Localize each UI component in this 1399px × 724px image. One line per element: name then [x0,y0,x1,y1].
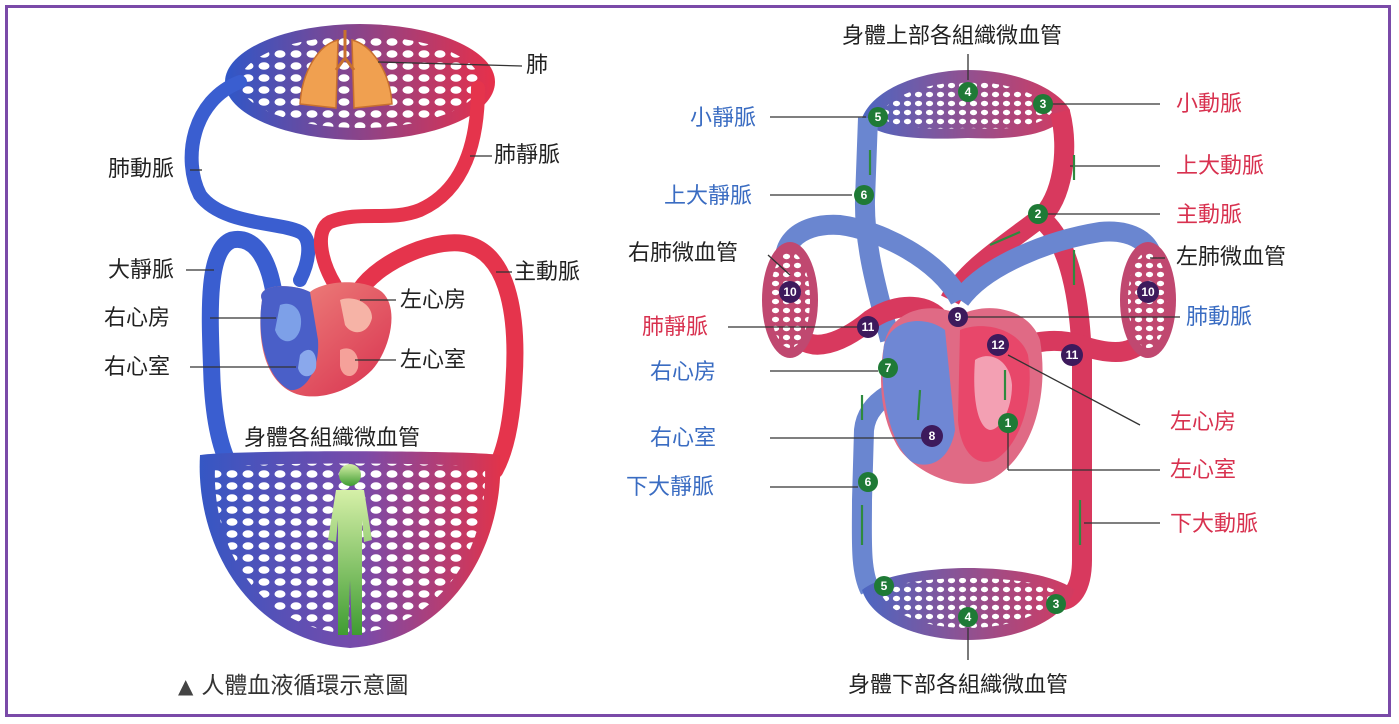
marker-6b-number: 6 [865,475,872,489]
marker-3b-number: 3 [1053,597,1060,611]
ascending-aorta-label: 上大動脈 [1176,154,1264,180]
left-ventricle-label-right: 左心室 [1170,458,1236,484]
right-lung-capillaries-label: 右肺微血管 [628,241,738,267]
inferior-vena-cava-vessel [862,395,888,590]
lung-label: 肺 [526,53,548,79]
superior-vena-cava-label: 上大靜脈 [664,184,752,210]
right-ventricle-label: 右心室 [104,355,170,381]
marker-7-number: 7 [885,361,892,375]
right-ventricle-label-right: 右心室 [650,426,716,452]
right-atrium-label-right: 右心房 [650,360,716,386]
marker-10b-number: 10 [1141,285,1155,299]
marker-4b-number: 4 [965,610,972,624]
small-artery-label: 小動脈 [1176,92,1242,118]
aorta-label: 主動脈 [514,260,580,286]
aorta-label-right: 主動脈 [1176,203,1242,229]
right-circulation-diagram [728,54,1180,660]
descending-aorta-label: 下大動脈 [1170,512,1258,538]
left-lung-capillaries-label: 左肺微血管 [1176,245,1286,271]
marker-8-number: 8 [929,429,936,443]
pulmonary-artery-label: 肺動脈 [108,157,174,183]
left-circulation-diagram [186,24,522,648]
marker-11a-number: 11 [862,320,875,334]
descending-aorta-vessel [1040,218,1082,600]
caption-text: 人體血液循環示意圖 [201,673,408,699]
caption-triangle-icon: ▲ [178,674,193,698]
small-vein-label: 小靜脈 [690,106,756,132]
marker-12-number: 12 [991,338,1005,352]
left-atrium-label: 左心房 [400,288,466,314]
vena-cava-label: 大靜脈 [108,258,174,284]
marker-2-number: 2 [1035,207,1042,221]
marker-4a-number: 4 [965,85,972,99]
left-atrium-label-right: 左心房 [1170,410,1236,436]
inferior-vena-cava-label: 下大靜脈 [626,475,714,501]
pulmonary-artery-label-right: 肺動脈 [1186,305,1252,331]
pulmonary-vein-label-right: 肺靜脈 [642,315,708,341]
marker-5a-number: 5 [875,110,882,124]
heart-cross-section-icon [881,308,1043,484]
marker-10a-number: 10 [783,285,797,299]
figure-caption: ▲ 人體血液循環示意圖 [178,666,408,700]
marker-9-number: 9 [955,310,962,324]
marker-11b-number: 11 [1066,348,1079,362]
marker-1-number: 1 [1005,416,1012,430]
marker-3a-number: 3 [1040,97,1047,111]
upper-capillaries-label: 身體上部各組織微血管 [842,24,1062,50]
body-capillaries-label: 身體各組織微血管 [244,426,420,452]
right-atrium-label: 右心房 [104,306,170,332]
pulmonary-vein-label: 肺靜脈 [494,143,560,169]
lower-capillaries-label: 身體下部各組織微血管 [848,673,1068,699]
left-ventricle-label: 左心室 [400,348,466,374]
marker-6a-number: 6 [861,188,868,202]
marker-5b-number: 5 [881,579,888,593]
